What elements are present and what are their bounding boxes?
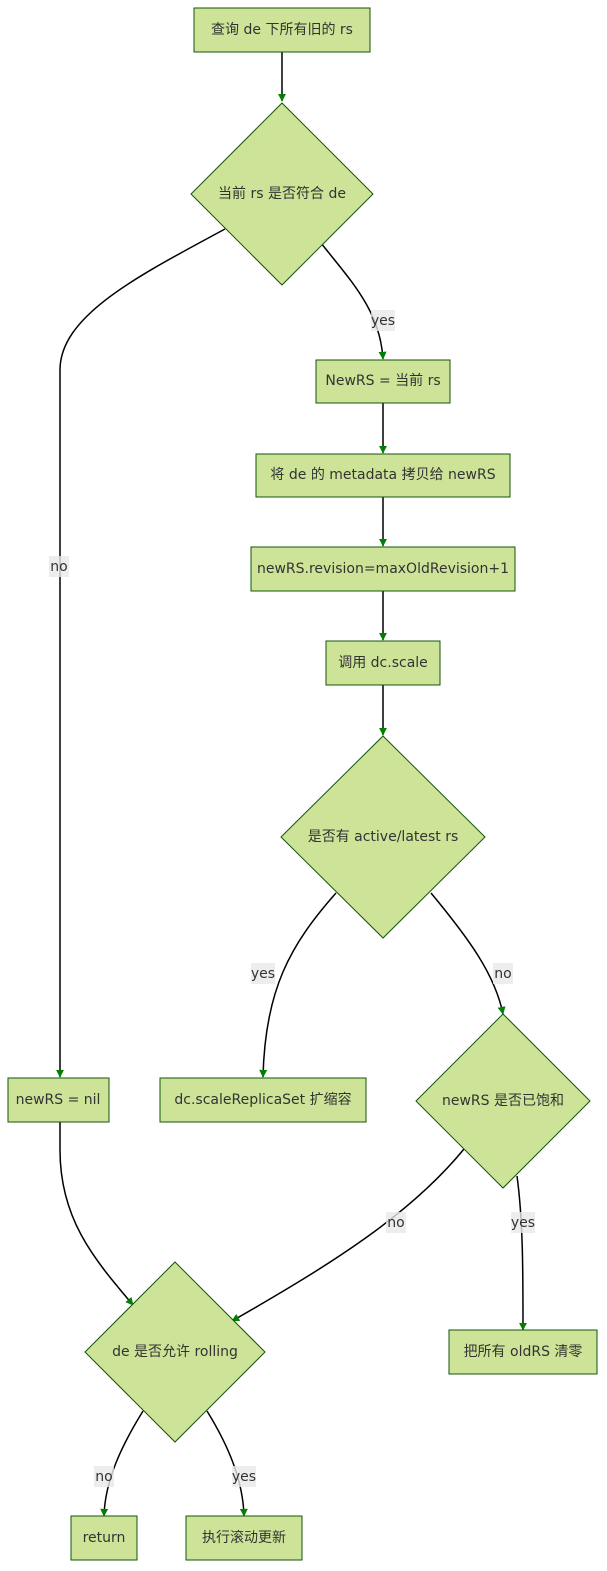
edge-saturated-to-rolling	[231, 1148, 465, 1322]
node-return: return	[70, 1515, 138, 1561]
edge-label-text: yes	[371, 313, 395, 329]
node-label: dc.scaleReplicaSet 扩缩容	[174, 1091, 351, 1108]
node-rs-matches-de: 当前 rs 是否符合 de	[190, 102, 374, 286]
edge-label-active-yes: yes	[251, 963, 275, 984]
edge-label-text: yes	[511, 1215, 535, 1231]
edge-label-text: no	[50, 559, 67, 575]
node-label: return	[83, 1530, 126, 1546]
edge-label-text: no	[387, 1215, 404, 1231]
edge-rolling-to-return	[100, 1410, 144, 1517]
edge-match-to-nil	[56, 228, 226, 1078]
edge-labels: yes no yes no no yes no yes	[49, 310, 535, 1487]
edge-rolling-to-update	[206, 1410, 248, 1517]
node-label: newRS 是否已饱和	[442, 1093, 564, 1109]
node-label: 将 de 的 metadata 拷贝给 newRS	[270, 467, 495, 483]
edge-label-rolling-no: no	[94, 1466, 114, 1487]
node-label: 当前 rs 是否符合 de	[218, 185, 346, 202]
edge-active-to-scalers	[259, 892, 337, 1078]
node-do-rolling-update: 执行滚动更新	[185, 1515, 303, 1561]
edge-match-to-newrs	[320, 242, 387, 360]
node-newrs-nil: newRS = nil	[7, 1077, 110, 1123]
edges	[56, 52, 527, 1517]
node-label: 调用 dc.scale	[338, 655, 428, 671]
edge-label-matches-no: no	[49, 556, 69, 577]
node-has-active-latest: 是否有 active/latest rs	[280, 735, 486, 939]
node-label: newRS = nil	[16, 1092, 101, 1108]
node-scale-replicaset: dc.scaleReplicaSet 扩缩容	[159, 1077, 367, 1123]
node-newrs-eq-current: NewRS = 当前 rs	[315, 359, 451, 404]
node-label: 把所有 oldRS 清零	[464, 1344, 583, 1360]
node-label: newRS.revision=maxOldRevision+1	[257, 561, 509, 577]
node-allow-rolling: de 是否允许 rolling	[84, 1261, 266, 1443]
edge-label-active-no: no	[493, 963, 513, 984]
node-call-dc-scale: 调用 dc.scale	[325, 640, 441, 686]
node-newrs-saturated: newRS 是否已饱和	[415, 1013, 591, 1189]
edge-label-text: no	[95, 1469, 112, 1485]
edge-label-text: yes	[251, 966, 275, 982]
edge-saturated-to-clear	[516, 1175, 527, 1331]
edge-label-rolling-yes: yes	[232, 1466, 256, 1487]
edge-label-saturated-no: no	[386, 1212, 406, 1233]
node-query-old-rs: 查询 de 下所有旧的 rs	[193, 7, 371, 53]
node-label: 执行滚动更新	[202, 1529, 286, 1546]
edge-label-matches-yes: yes	[371, 310, 395, 331]
node-set-revision: newRS.revision=maxOldRevision+1	[250, 546, 516, 592]
node-label: de 是否允许 rolling	[112, 1344, 238, 1360]
edge-label-text: no	[494, 966, 511, 982]
edge-nil-to-rolling	[59, 1122, 134, 1306]
edge-label-saturated-yes: yes	[511, 1212, 535, 1233]
edge-label-text: yes	[232, 1469, 256, 1485]
edge-active-to-saturated	[430, 892, 506, 1015]
node-label: 是否有 active/latest rs	[308, 829, 459, 845]
nodes: 查询 de 下所有旧的 rs 当前 rs 是否符合 de NewRS = 当前 …	[7, 7, 598, 1561]
node-label: 查询 de 下所有旧的 rs	[211, 22, 353, 38]
node-copy-metadata: 将 de 的 metadata 拷贝给 newRS	[255, 453, 511, 498]
node-label: NewRS = 当前 rs	[325, 372, 440, 389]
node-clear-oldrs: 把所有 oldRS 清零	[448, 1329, 598, 1375]
